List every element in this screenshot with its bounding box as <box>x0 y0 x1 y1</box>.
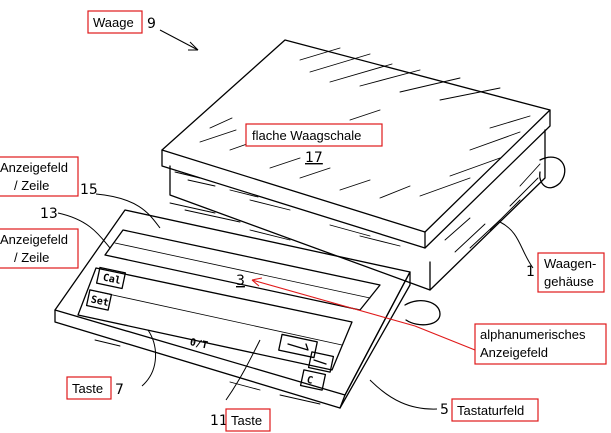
scale-body <box>161 39 566 326</box>
key-print[interactable] <box>307 351 335 373</box>
callout-alphanumerisch: alphanumerisches Anzeigefeld <box>474 323 607 365</box>
key-clear-label: C <box>306 375 314 387</box>
key-cal-label: Cal <box>102 272 122 287</box>
gehaeuse-line2: gehäuse <box>544 274 594 289</box>
front-foot <box>404 300 441 326</box>
key-enter[interactable] <box>278 333 318 359</box>
title-ref: 9 <box>147 16 156 32</box>
display-keypad-unit: Cal Set 0/T C <box>54 202 411 409</box>
alpha-ref: 3 <box>236 273 245 289</box>
leader-5 <box>369 379 438 410</box>
taste7-ref: 7 <box>115 382 124 398</box>
taste11-text: Taste <box>231 413 262 428</box>
taste11-ref: 11 <box>210 413 228 429</box>
anzeige-lower-line1: Anzeigefeld <box>0 232 68 247</box>
anzeige-upper-line1: Anzeigefeld <box>0 160 68 175</box>
leader-9 <box>159 29 199 51</box>
leader-lines <box>57 29 534 410</box>
key-tare-label: 0/T <box>189 337 209 352</box>
key-cal[interactable]: Cal <box>95 266 127 290</box>
key-set[interactable]: Set <box>85 289 113 311</box>
schale-ref: 17 <box>305 150 323 166</box>
gehaeuse-line1: Waagen- <box>544 256 596 271</box>
anzeige-upper-ref: 15 <box>80 182 98 198</box>
callout-anzeigefeld-lower: Anzeigefeld / Zeile <box>0 228 79 269</box>
leader-15 <box>95 193 161 229</box>
anzeige-upper-line2: / Zeile <box>14 178 49 193</box>
tastatur-text: Tastaturfeld <box>457 403 524 418</box>
alpha-line1: alphanumerisches <box>480 327 586 342</box>
keypad-panel <box>77 267 353 371</box>
taste7-text: Taste <box>72 381 103 396</box>
leader-1 <box>499 221 534 269</box>
keypad-hatching <box>94 202 321 405</box>
key-set-label: Set <box>90 294 110 309</box>
title-text: Waage <box>93 15 134 30</box>
callout-anzeigefeld-upper: Anzeigefeld / Zeile 15 <box>0 156 98 198</box>
display-window <box>104 229 381 311</box>
key-tare[interactable]: 0/T <box>189 337 209 352</box>
tastatur-ref: 5 <box>440 402 449 418</box>
anzeige-lower-ref: 13 <box>40 206 58 222</box>
callout-waagengehaeuse: 1 Waagen- gehäuse <box>526 252 605 293</box>
rear-foot <box>539 156 566 189</box>
anzeige-lower-line2: / Zeile <box>14 250 49 265</box>
leader-3-red <box>414 325 476 351</box>
arrow-3-red <box>251 279 416 327</box>
gehaeuse-ref: 1 <box>526 264 535 280</box>
leader-7 <box>141 329 157 387</box>
schale-text: flache Waagschale <box>252 128 361 143</box>
leader-11 <box>225 339 261 401</box>
scale-housing <box>169 129 546 291</box>
alpha-line2: Anzeigefeld <box>480 345 548 360</box>
key-clear[interactable]: C <box>299 369 327 391</box>
leader-13 <box>57 212 111 249</box>
callout-waage: Waage 9 <box>87 10 156 34</box>
callout-taste-11: 11 Taste <box>210 408 271 432</box>
housing-hatching <box>174 163 541 253</box>
callout-waagschale: flache Waagschale 17 <box>245 123 383 166</box>
pan-hatching <box>199 47 531 199</box>
callout-tastaturfeld: 5 Tastaturfeld <box>440 398 539 422</box>
callout-taste-7: Taste 7 <box>66 376 124 400</box>
